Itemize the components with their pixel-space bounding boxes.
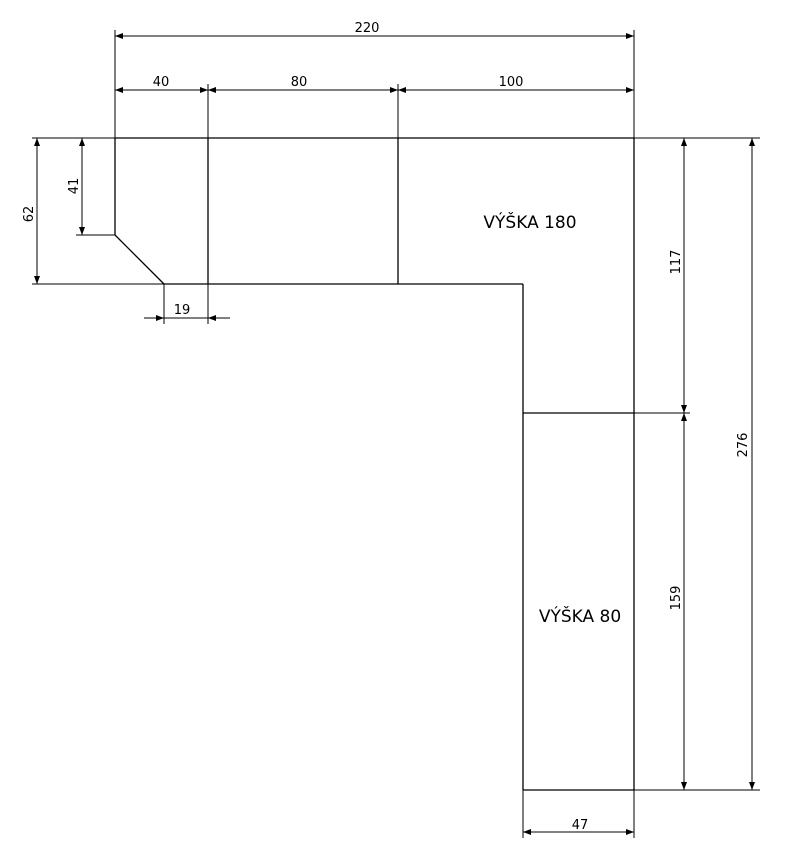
dimension-values: 220 40 80 100 62 41 19 117 159 276 47 bbox=[22, 21, 751, 833]
dim-overall-width: 220 bbox=[355, 21, 380, 36]
dim-left-height-inner: 41 bbox=[67, 178, 82, 195]
dim-segment-c: 100 bbox=[499, 75, 524, 90]
extension-lines bbox=[32, 30, 760, 838]
dim-right-upper-height: 117 bbox=[669, 250, 684, 275]
dim-right-lower-height: 159 bbox=[669, 586, 684, 611]
dim-left-height-outer: 62 bbox=[22, 206, 37, 223]
part-outline bbox=[114, 137, 635, 791]
region-labels: VÝŠKA 180 VÝŠKA 80 bbox=[483, 211, 621, 627]
dim-right-total-height: 276 bbox=[736, 433, 751, 458]
dimension-lines bbox=[34, 33, 755, 835]
label-upper-region: VÝŠKA 180 bbox=[483, 211, 576, 233]
dim-bottom-width: 47 bbox=[572, 818, 589, 833]
label-lower-region: VÝŠKA 80 bbox=[539, 605, 621, 627]
dim-chamfer-width: 19 bbox=[174, 303, 191, 318]
dim-segment-a: 40 bbox=[153, 75, 170, 90]
dim-segment-b: 80 bbox=[291, 75, 308, 90]
